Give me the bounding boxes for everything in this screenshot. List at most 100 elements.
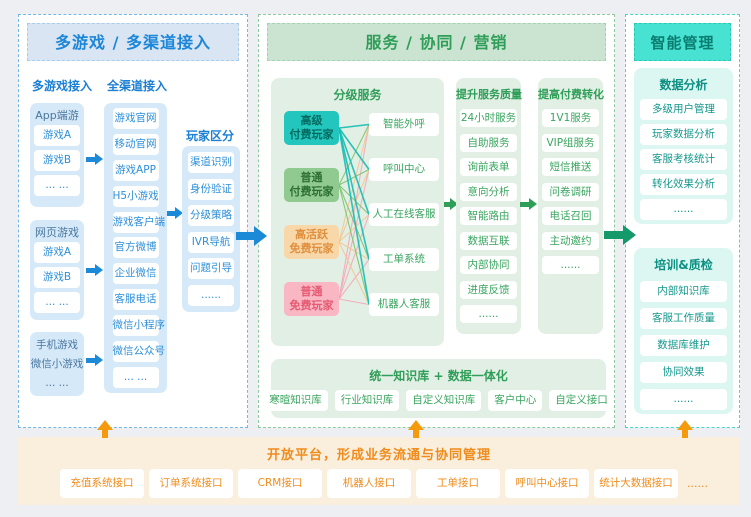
arrow-service-to-quality <box>444 198 458 210</box>
arrow-app-to-channel <box>86 153 103 165</box>
analysis-item: ...... <box>640 199 727 220</box>
section-title-multi-access: 多游戏 / 多渠道接入 <box>27 23 239 61</box>
channel-item: 企业微信 <box>112 263 159 285</box>
channel-item: 官方微博 <box>112 237 159 259</box>
group-mobile-games: 手机游戏微信小游戏... ... <box>30 332 84 396</box>
knowledge-item: 寒暄知识库 <box>263 390 328 411</box>
panel-tiered-service: 分级服务 高级 付费玩家普通 付费玩家高活跃 免费玩家普通 免费玩家 智能外呼呼… <box>271 78 444 346</box>
knowledge-item: 行业知识库 <box>334 390 400 411</box>
training-item: 数据库维护 <box>640 335 727 356</box>
conversion-item: VIP组服务 <box>542 133 599 152</box>
service-node: 工单系统 <box>369 248 439 271</box>
player-tier-node: 普通 付费玩家 <box>284 168 339 202</box>
quality-item: 询前表单 <box>460 158 517 176</box>
analysis-item: 转化效果分析 <box>640 174 727 195</box>
group-label-web-games: 网页游戏 <box>35 226 79 239</box>
panel-title-tiered-service: 分级服务 <box>333 88 382 102</box>
training-item: ...... <box>640 389 727 410</box>
player-tier-node: 高活跃 免费玩家 <box>284 225 339 259</box>
game-item: 游戏B <box>34 267 80 288</box>
analysis-item: 客服考核统计 <box>640 149 727 170</box>
arrow-platform-to-right <box>677 420 693 438</box>
group-label-app-games: App端游 <box>35 109 79 122</box>
panel-knowledge-base: 统一知识库 + 数据一体化 寒暄知识库行业知识库自定义知识库客户中心自定义接口 <box>263 359 614 418</box>
channel-item: ... ... <box>112 366 159 388</box>
panel-title-training: 培训&质检 <box>654 258 713 272</box>
segment-item: 身份验证 <box>188 178 234 200</box>
quality-item: 内部协同 <box>460 256 517 274</box>
segment-item: IVR导航 <box>188 231 234 253</box>
training-item: 内部知识库 <box>640 281 727 302</box>
section-service-collab-marketing: 服务 / 协同 / 营销 分级服务 高级 付费玩家普通 付费玩家高活跃 免费玩家… <box>258 14 615 428</box>
arrow-left-to-middle <box>236 226 267 246</box>
section-title-service: 服务 / 协同 / 营销 <box>267 23 606 61</box>
interface-item: CRM接口 <box>238 469 322 498</box>
channel-item: 游戏APP <box>112 159 159 181</box>
interface-item: 机器人接口 <box>327 469 411 498</box>
service-node: 呼叫中心 <box>369 158 439 181</box>
arrow-web-to-channel <box>86 264 103 276</box>
interface-item: 订单系统接口 <box>149 469 233 498</box>
service-column: 智能外呼呼叫中心人工在线客服工单系统机器人客服 <box>369 113 439 316</box>
interface-item: 工单接口 <box>416 469 500 498</box>
channel-item: 移动官网 <box>112 133 159 155</box>
conversion-item: 电话召回 <box>542 207 599 225</box>
panel-title-quality: 提升服务质量 <box>456 88 522 101</box>
quality-item: 智能路由 <box>460 207 517 225</box>
segment-item: 渠道识别 <box>188 152 234 173</box>
interface-item: 呼叫中心接口 <box>505 469 589 498</box>
analysis-item: 玩家数据分析 <box>640 124 727 145</box>
player-tier-node: 普通 免费玩家 <box>284 282 339 316</box>
training-item: 协同效果 <box>640 362 727 383</box>
quality-item: 自助服务 <box>460 133 517 152</box>
conversion-item: ...... <box>542 256 599 274</box>
section-title-intelligent: 智能管理 <box>634 23 731 61</box>
game-type-line: ... ... <box>45 376 69 389</box>
channel-item: 微信小程序 <box>112 315 165 337</box>
channel-item: 客服电话 <box>112 289 159 311</box>
panel-service-quality: 提升服务质量 24小时服务自助服务询前表单意向分析智能路由数据互联内部协同进度反… <box>456 78 522 334</box>
interface-item: 充值系统接口 <box>60 469 144 498</box>
conversion-item: 1V1服务 <box>542 109 599 127</box>
game-type-line: 手机游戏 <box>36 338 78 351</box>
quality-item: 数据互联 <box>460 231 517 250</box>
channel-item: 游戏客户端 <box>112 211 165 233</box>
analysis-item: 多级用户管理 <box>640 99 727 120</box>
arrow-quality-to-conversion <box>520 198 537 210</box>
knowledge-item: 自定义接口 <box>549 390 614 411</box>
panel-training-qc: 培训&质检 内部知识库客服工作质量数据库维护协同效果...... <box>634 248 733 414</box>
service-node: 机器人客服 <box>369 293 439 316</box>
service-node: 人工在线客服 <box>369 203 439 226</box>
conversion-item: 短信推送 <box>542 158 599 176</box>
player-tier-node: 高级 付费玩家 <box>284 111 339 145</box>
group-web-games: 网页游戏 游戏A 游戏B ... ... <box>30 220 84 320</box>
game-item: 游戏A <box>34 242 80 263</box>
segment-item: ...... <box>188 284 234 306</box>
knowledge-item: 自定义知识库 <box>406 390 482 411</box>
panel-title-knowledge: 统一知识库 + 数据一体化 <box>369 369 508 383</box>
label-multi-game-access: 多游戏接入 <box>32 79 93 93</box>
open-platform-title: 开放平台，形成业务流通与协同管理 <box>266 448 491 463</box>
service-node: 智能外呼 <box>369 113 439 136</box>
panel-data-analysis: 数据分析 多级用户管理玩家数据分析客服考核统计转化效果分析...... <box>634 68 733 224</box>
knowledge-item: 客户中心 <box>488 390 543 411</box>
quality-item: 24小时服务 <box>460 109 517 127</box>
channel-item: H5小游戏 <box>112 185 159 207</box>
game-item: ... ... <box>34 292 80 313</box>
quality-item: ...... <box>460 305 517 323</box>
quality-item: 意向分析 <box>460 182 517 201</box>
arrow-platform-to-left <box>97 420 113 438</box>
interface-item: 统计大数据接口 <box>594 469 678 498</box>
interface-more-dots: ...... <box>687 477 708 490</box>
panel-title-data-analysis: 数据分析 <box>659 78 708 92</box>
game-item: 游戏B <box>34 150 80 171</box>
section-intelligent-management: 智能管理 数据分析 多级用户管理玩家数据分析客服考核统计转化效果分析......… <box>625 14 740 428</box>
quality-item: 进度反馈 <box>460 280 517 299</box>
conversion-item: 主动邀约 <box>542 231 599 250</box>
tier-column: 高级 付费玩家普通 付费玩家高活跃 免费玩家普通 免费玩家 <box>284 111 339 316</box>
